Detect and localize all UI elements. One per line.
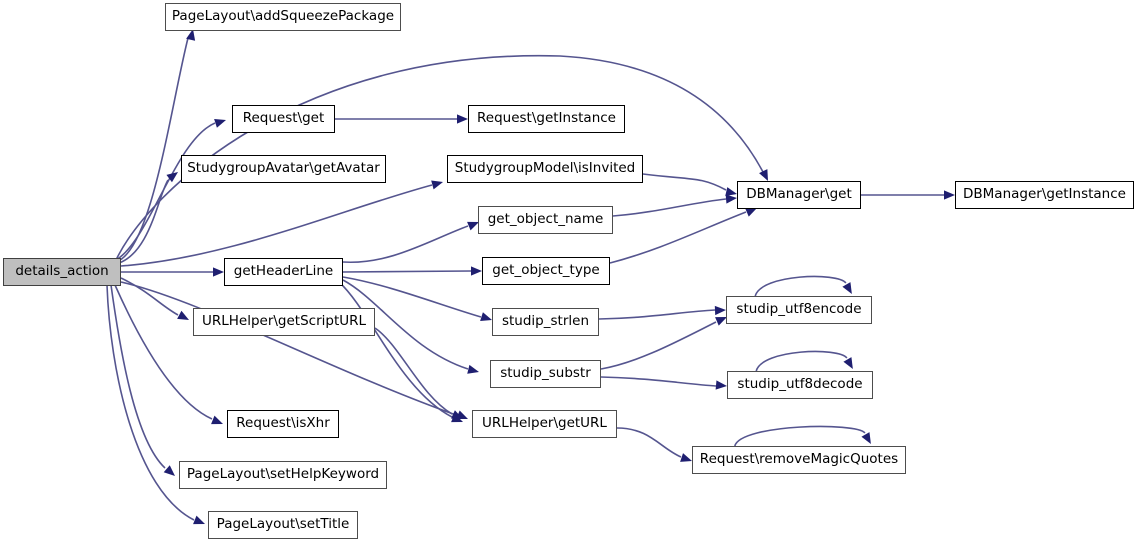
edge-line xyxy=(342,270,472,273)
edge-line xyxy=(338,281,453,418)
graph-node-label: studip_strlen xyxy=(501,313,589,330)
graph-node-dbmanager_get[interactable]: DBManager\get xyxy=(737,181,861,209)
edge-line xyxy=(115,37,189,263)
graph-node-studip_substr[interactable]: studip_substr xyxy=(490,360,601,388)
edge-line xyxy=(642,173,727,191)
edge-arrowhead xyxy=(715,317,727,326)
edge-arrowhead xyxy=(163,465,175,476)
edge-arrowhead xyxy=(842,282,852,294)
graph-node-getAvatar[interactable]: StudygroupAvatar\getAvatar xyxy=(181,155,386,183)
edge-line xyxy=(120,277,179,316)
edge-line xyxy=(115,54,764,261)
edge-line xyxy=(342,276,482,318)
graph-node-get_object_type[interactable]: get_object_type xyxy=(482,257,610,285)
graph-node-label: PageLayout\addSqueezePackage xyxy=(171,8,395,25)
graph-node-addSqueezePackage[interactable]: PageLayout\addSqueezePackage xyxy=(165,3,401,31)
edge-line xyxy=(342,279,469,370)
graph-node-request_isXhr[interactable]: Request\isXhr xyxy=(227,410,339,438)
graph-node-getScriptURL[interactable]: URLHelper\getScriptURL xyxy=(193,308,375,336)
edge-line xyxy=(114,284,213,420)
edge-line xyxy=(755,350,848,372)
graph-node-label: Request\getInstance xyxy=(477,110,616,127)
graph-node-label: getHeaderLine xyxy=(233,263,334,280)
edge-line xyxy=(609,211,747,264)
graph-node-label: PageLayout\setTitle xyxy=(216,516,350,533)
graph-node-setTitle[interactable]: PageLayout\setTitle xyxy=(208,511,358,539)
edge-line xyxy=(600,376,717,387)
graph-node-isInvited[interactable]: StudygroupModel\isInvited xyxy=(447,155,643,183)
edge-arrowhead xyxy=(759,169,768,181)
edge-arrowhead xyxy=(177,310,189,320)
edge-arrowhead xyxy=(213,267,224,277)
edge-line xyxy=(600,321,717,370)
graph-node-label: get_object_name xyxy=(487,211,604,228)
graph-node-label: studip_substr xyxy=(500,365,591,382)
graph-node-get_object_name[interactable]: get_object_name xyxy=(478,206,613,234)
edge-arrowhead xyxy=(745,208,757,217)
edge-line xyxy=(374,327,453,415)
graph-node-request_getInstance[interactable]: Request\getInstance xyxy=(468,105,625,133)
edge-arrowhead xyxy=(680,453,692,462)
edge-arrowhead xyxy=(166,172,178,183)
edge-arrowhead xyxy=(861,432,871,444)
edge-line xyxy=(754,275,847,297)
graph-node-label: studip_utf8encode xyxy=(736,301,862,318)
edge-line xyxy=(120,281,457,416)
edge-line xyxy=(115,179,169,265)
graph-node-label: get_object_type xyxy=(492,262,600,279)
edge-arrowhead xyxy=(715,380,727,390)
edge-arrowhead xyxy=(451,410,463,419)
edge-arrowhead xyxy=(467,221,479,231)
edge-arrowhead xyxy=(471,266,482,276)
graph-node-setHelpKeyword[interactable]: PageLayout\setHelpKeyword xyxy=(179,461,387,489)
graph-node-label: StudygroupModel\isInvited xyxy=(454,160,636,177)
graph-node-label: StudygroupAvatar\getAvatar xyxy=(187,160,380,177)
graph-node-studip_utf8decode[interactable]: studip_utf8decode xyxy=(727,371,873,399)
edge-line xyxy=(616,427,682,458)
graph-node-label: studip_utf8decode xyxy=(737,376,863,393)
edge-line xyxy=(598,309,716,320)
edge-arrowhead xyxy=(211,415,223,425)
edge-arrowhead xyxy=(457,114,468,124)
graph-node-label: URLHelper\getURL xyxy=(482,415,607,432)
edge-arrowhead xyxy=(725,187,737,197)
edge-line xyxy=(342,225,469,263)
edge-arrowhead xyxy=(214,118,226,128)
edge-arrowhead xyxy=(193,515,205,525)
edge-arrowhead xyxy=(725,194,737,204)
graph-node-label: PageLayout\setHelpKeyword xyxy=(186,466,380,483)
edge-arrowhead xyxy=(843,357,853,369)
graph-node-label: Request\removeMagicQuotes xyxy=(699,451,899,468)
graph-node-getHeaderLine[interactable]: getHeaderLine xyxy=(224,258,343,286)
edge-arrowhead xyxy=(480,312,492,322)
graph-node-label: Request\isXhr xyxy=(236,415,330,432)
edge-line xyxy=(612,198,727,217)
edge-arrowhead xyxy=(944,190,955,200)
edge-arrowhead xyxy=(431,180,443,190)
graph-node-removeMagicQuotes[interactable]: Request\removeMagicQuotes xyxy=(692,446,906,474)
edge-line xyxy=(734,425,866,447)
graph-node-label: Request\get xyxy=(242,110,325,127)
edge-line xyxy=(120,184,433,267)
graph-node-studip_strlen[interactable]: studip_strlen xyxy=(492,308,599,336)
graph-node-details_action[interactable]: details_action xyxy=(3,258,121,286)
edge-arrowhead xyxy=(467,364,479,374)
graph-node-label: details_action xyxy=(15,263,109,280)
graph-node-getURL[interactable]: URLHelper\getURL xyxy=(472,410,617,438)
graph-node-request_get[interactable]: Request\get xyxy=(232,105,335,133)
edge-arrowhead xyxy=(714,305,726,316)
edge-arrowhead xyxy=(186,29,196,41)
graph-node-label: DBManager\get xyxy=(746,186,852,203)
edge-line xyxy=(106,284,195,521)
graph-node-label: URLHelper\getScriptURL xyxy=(201,313,367,330)
graph-node-label: DBManager\getInstance xyxy=(963,186,1126,203)
graph-node-dbmanager_getInstance[interactable]: DBManager\getInstance xyxy=(955,181,1134,209)
graph-node-studip_utf8encode[interactable]: studip_utf8encode xyxy=(726,296,872,324)
edge-line xyxy=(110,284,166,469)
